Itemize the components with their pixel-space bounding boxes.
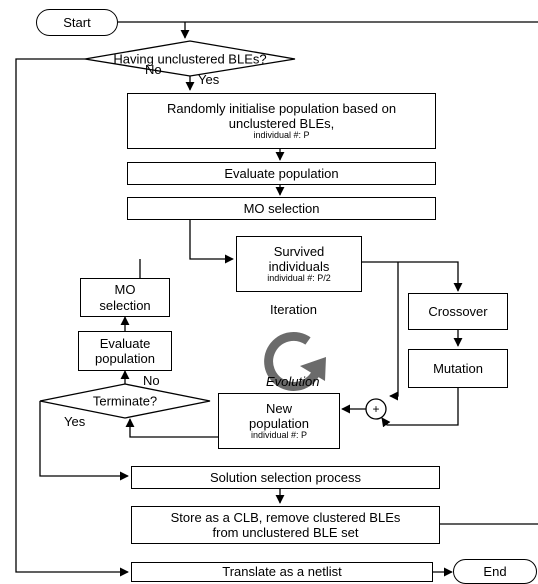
terminate-label: Terminate? [92, 393, 158, 409]
init-line2: unclustered BLEs, [228, 116, 335, 132]
new-population-line1: New [265, 400, 292, 416]
decision-unclustered-shape [84, 40, 296, 77]
plus-symbol: + [372, 402, 380, 416]
no-terminate-label: No [143, 373, 160, 388]
survived-line1: Survived [273, 243, 325, 259]
survived-line2: individuals [268, 259, 330, 275]
yes-top-label: Yes [198, 72, 220, 87]
store-line1: Store as a CLB, remove clustered BLEs [170, 509, 401, 525]
start-label: Start [63, 15, 91, 30]
evaluate-loop-box: Evaluate population [78, 331, 172, 371]
start-terminal: Start [36, 9, 118, 36]
translate-netlist-box: Translate as a netlist [131, 562, 433, 582]
solution-selection-box: Solution selection process [131, 466, 440, 489]
end-terminal: End [453, 559, 537, 584]
connector-terminate-yes [39, 401, 129, 481]
decision-unclustered-label: Having unclustered BLEs? [113, 51, 267, 67]
evaluate-loop-line2: population [95, 351, 155, 366]
evaluate-loop-line1: Evaluate [99, 335, 151, 351]
terminate-shape [39, 383, 211, 419]
mutation-box: Mutation [408, 349, 508, 388]
connector-mo-to-survived [189, 220, 234, 264]
init-population-box: Randomly initialise population based on … [127, 93, 436, 149]
mo-selection-box: MO selection [127, 197, 436, 220]
connector-new-to-terminate [125, 418, 218, 438]
mutation-label: Mutation [433, 360, 483, 376]
connector-mutation-to-plus [381, 388, 459, 428]
crossover-label: Crossover [428, 303, 488, 319]
store-clb-box: Store as a CLB, remove clustered BLEs fr… [131, 506, 440, 544]
plus-circle-shape [365, 398, 387, 420]
mo-loop-line1: MO [114, 282, 136, 298]
evolution-label: Evolution [266, 374, 320, 389]
end-label: End [483, 564, 507, 579]
mo-loop-line2: selection [99, 297, 151, 313]
store-line2: from unclustered BLE set [212, 525, 359, 540]
yes-terminate-label: Yes [64, 414, 86, 429]
init-note: individual #: P [253, 130, 310, 141]
no-top-label: No [145, 62, 162, 77]
solution-selection-label: Solution selection process [209, 469, 362, 485]
new-population-box: New population individual #: P [218, 393, 340, 449]
new-population-line2: population [249, 416, 309, 432]
translate-label: Translate as a netlist [222, 564, 342, 580]
connector-no-to-translate [15, 58, 129, 577]
mo-selection-label: MO selection [243, 200, 320, 216]
init-line1: Randomly initialise population based on [166, 100, 397, 116]
mo-selection-loop-box: MO selection [80, 278, 170, 317]
new-population-note: individual #: P [250, 430, 308, 441]
evaluate-population-label: Evaluate population [224, 165, 339, 181]
survived-note: individual #: P/2 [267, 273, 331, 284]
connector-survived-to-plus [389, 262, 399, 401]
survived-individuals-box: Survived individuals individual #: P/2 [236, 236, 362, 292]
crossover-box: Crossover [408, 293, 508, 330]
iteration-loop-icon [264, 331, 326, 391]
iteration-label: Iteration [270, 302, 317, 317]
connector-survived-to-crossover [362, 261, 463, 292]
evaluate-population-box: Evaluate population [127, 162, 436, 185]
